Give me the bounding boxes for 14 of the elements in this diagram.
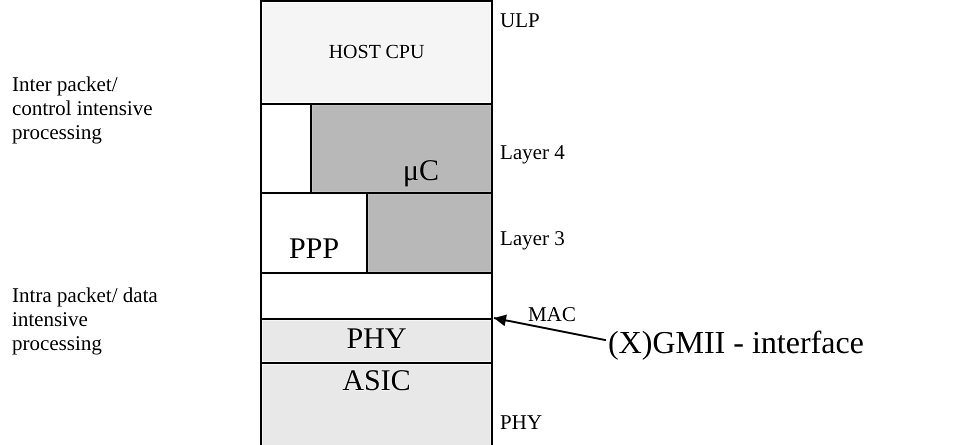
layer-block: μC [310,103,493,194]
layer-block: HOST CPU [260,0,493,105]
layer-label: ULP [500,8,540,32]
note-text: Inter packet/ control intensive processing [12,72,154,144]
layer-label: Layer 4 [500,140,565,164]
note-text: Intra packet/ data intensive processing [12,283,159,355]
callout-text: (X)GMII - interface [608,324,864,360]
layer-block: PHY [260,318,493,364]
layer-label: PHY [500,410,542,434]
layer-block: ASIC [260,362,493,445]
arrow [494,314,606,342]
layer-label: MAC [528,302,576,326]
empty-block [260,272,493,320]
layer-label: Layer 3 [500,226,565,250]
